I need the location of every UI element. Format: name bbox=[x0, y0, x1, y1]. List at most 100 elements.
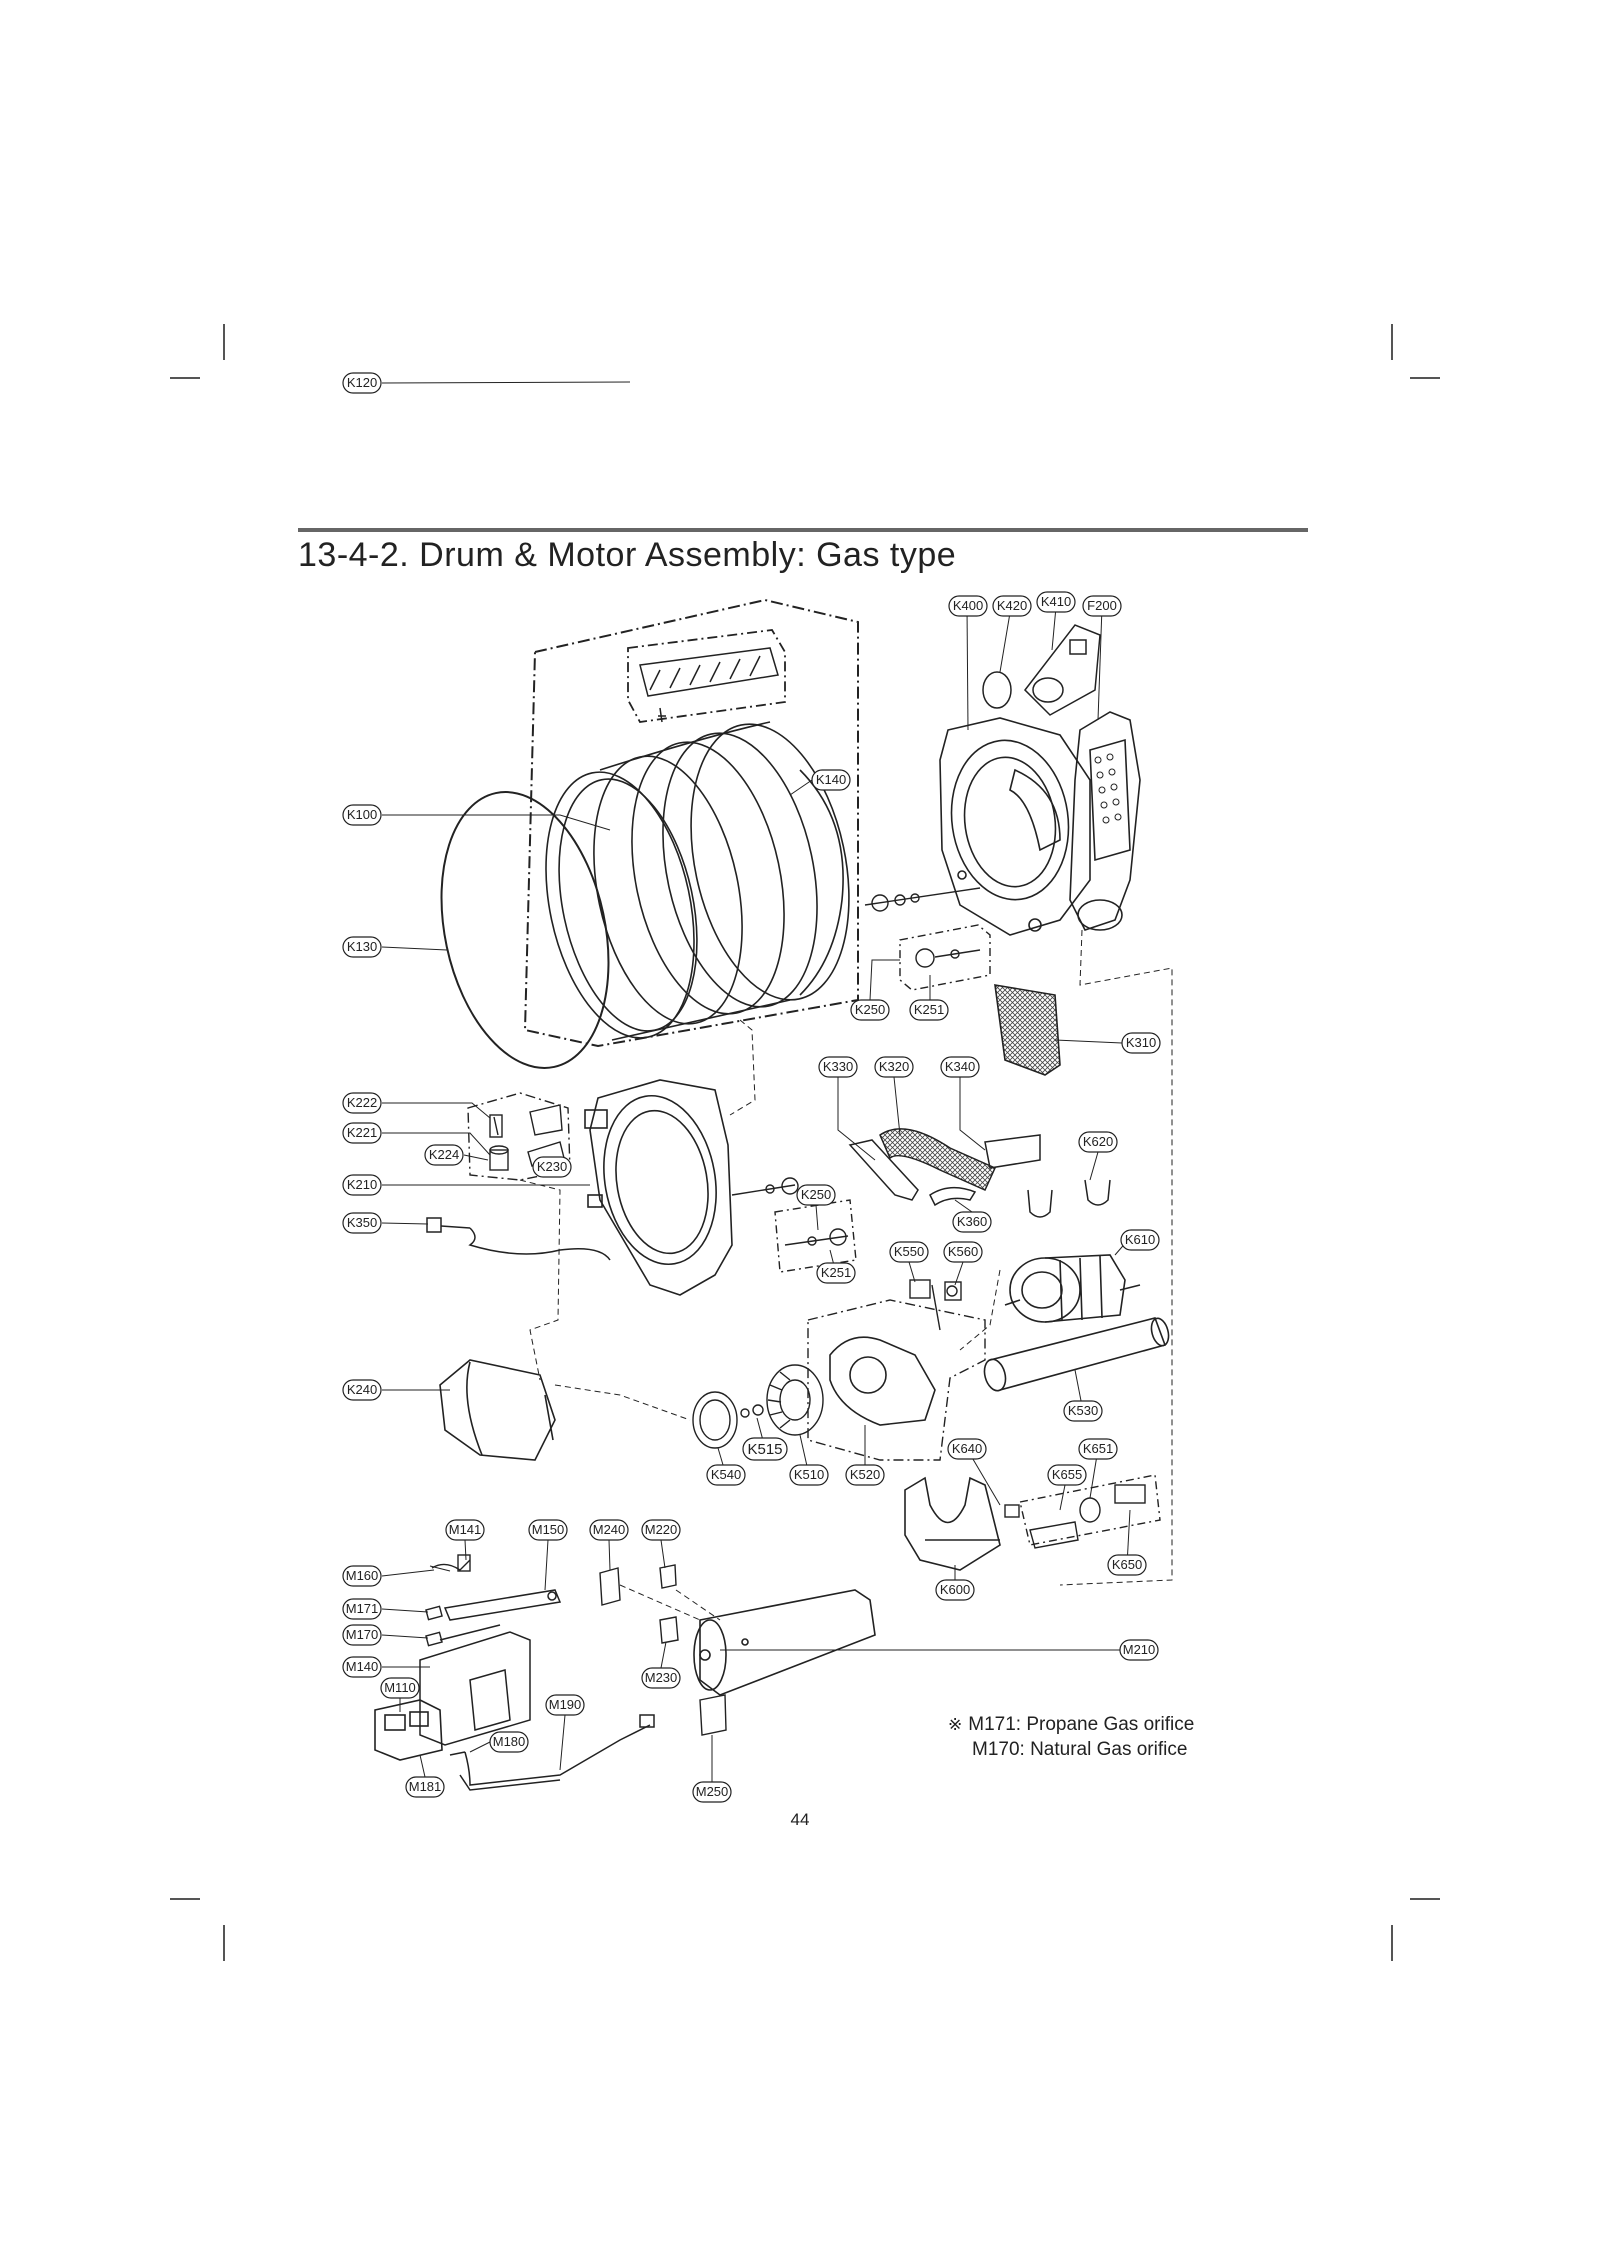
svg-text:M210: M210 bbox=[1123, 1642, 1156, 1657]
rear-roller-axle bbox=[864, 887, 981, 912]
note-line-1: M171: Propane Gas orifice bbox=[968, 1714, 1195, 1735]
svg-text:K250: K250 bbox=[855, 1002, 885, 1017]
crop-mark bbox=[170, 377, 200, 379]
svg-text:K610: K610 bbox=[1125, 1232, 1155, 1247]
svg-text:K420: K420 bbox=[997, 598, 1027, 613]
svg-text:K320: K320 bbox=[879, 1059, 909, 1074]
leader-lines bbox=[381, 381, 1131, 1782]
callout-k224: K224 bbox=[424, 1144, 464, 1166]
svg-text:M160: M160 bbox=[346, 1568, 379, 1583]
callout-m150: M150 bbox=[528, 1519, 568, 1541]
front-roller-axle bbox=[731, 1177, 799, 1196]
svg-text:K251: K251 bbox=[821, 1265, 851, 1280]
callout-k610: K610 bbox=[1120, 1229, 1160, 1251]
crop-mark bbox=[223, 1925, 225, 1961]
title-rule bbox=[298, 528, 1308, 532]
svg-text:F200: F200 bbox=[1087, 598, 1117, 613]
svg-text:M220: M220 bbox=[645, 1522, 678, 1537]
motor-part bbox=[1004, 1254, 1141, 1323]
gas-valve-part bbox=[374, 1699, 443, 1761]
svg-text:K520: K520 bbox=[850, 1467, 880, 1482]
callout-k510: K510 bbox=[789, 1464, 829, 1486]
svg-text:K350: K350 bbox=[347, 1215, 377, 1230]
callout-k140: K140 bbox=[811, 769, 851, 791]
svg-text:K230: K230 bbox=[537, 1159, 567, 1174]
lifter-box-outline bbox=[627, 629, 786, 723]
sensor-bracket-parts bbox=[599, 1564, 727, 1736]
callout-k251-front: K251 bbox=[816, 1262, 856, 1284]
svg-text:K360: K360 bbox=[957, 1214, 987, 1229]
svg-text:K130: K130 bbox=[347, 939, 377, 954]
page-title: 13-4-2. Drum & Motor Assembly: Gas type bbox=[298, 536, 957, 574]
svg-text:K530: K530 bbox=[1068, 1403, 1098, 1418]
orifice-parts bbox=[425, 1605, 443, 1647]
drum-belt bbox=[440, 791, 610, 1069]
guide-line bbox=[519, 1179, 561, 1381]
crop-mark bbox=[223, 324, 225, 360]
harness-part bbox=[426, 1217, 611, 1261]
callout-k350: K350 bbox=[342, 1212, 382, 1234]
rear-bulkhead-part bbox=[939, 717, 1091, 936]
callout-m190: M190 bbox=[545, 1694, 585, 1716]
callout-k560: K560 bbox=[943, 1241, 983, 1263]
callout-k251-rear: K251 bbox=[909, 999, 949, 1021]
svg-text:K650: K650 bbox=[1112, 1557, 1142, 1572]
blower-housing-part bbox=[829, 1336, 936, 1426]
svg-text:K410: K410 bbox=[1041, 594, 1071, 609]
svg-text:K600: K600 bbox=[940, 1582, 970, 1597]
callout-labels: K400 K420 K410 F200 K120 K140 K100 K130 … bbox=[342, 372, 1161, 1803]
callout-m181: M181 bbox=[405, 1776, 445, 1798]
svg-text:K550: K550 bbox=[894, 1244, 924, 1259]
combustion-duct-part bbox=[693, 1589, 876, 1696]
callout-k651: K651 bbox=[1078, 1438, 1118, 1460]
motor-mount-part bbox=[904, 1476, 1001, 1571]
callout-f200: F200 bbox=[1082, 595, 1122, 617]
svg-text:K310: K310 bbox=[1126, 1035, 1156, 1050]
callout-m110: M110 bbox=[380, 1677, 420, 1699]
callout-m140: M140 bbox=[342, 1656, 382, 1678]
callout-k520: K520 bbox=[845, 1464, 885, 1486]
lint-duct-part bbox=[439, 1359, 556, 1461]
svg-text:K224: K224 bbox=[429, 1147, 459, 1162]
exhaust-duct-part bbox=[1069, 711, 1141, 931]
callout-k400: K400 bbox=[948, 595, 988, 617]
svg-text:K140: K140 bbox=[816, 772, 846, 787]
svg-text:K620: K620 bbox=[1083, 1134, 1113, 1149]
blower-wheel-part bbox=[766, 1364, 824, 1436]
svg-text:K100: K100 bbox=[347, 807, 377, 822]
svg-text:K640: K640 bbox=[952, 1441, 982, 1456]
svg-text:M110: M110 bbox=[384, 1680, 416, 1695]
callout-k230: K230 bbox=[532, 1156, 572, 1178]
shaft-tube-part bbox=[983, 1317, 1170, 1392]
callout-k640: K640 bbox=[947, 1438, 987, 1460]
note-line-2: M170: Natural Gas orifice bbox=[972, 1739, 1188, 1760]
callout-k250-front: K250 bbox=[796, 1184, 836, 1206]
blower-washers bbox=[692, 1391, 764, 1449]
note-symbol: ※ bbox=[948, 1715, 963, 1734]
svg-text:M140: M140 bbox=[346, 1659, 379, 1674]
crop-mark bbox=[1391, 324, 1393, 360]
callout-k222: K222 bbox=[342, 1092, 382, 1114]
svg-text:M180: M180 bbox=[493, 1734, 526, 1749]
callout-k210: K210 bbox=[342, 1174, 382, 1196]
svg-text:K251: K251 bbox=[914, 1002, 944, 1017]
callout-m180: M180 bbox=[489, 1731, 529, 1753]
callout-m220: M220 bbox=[641, 1519, 681, 1541]
svg-text:K221: K221 bbox=[347, 1125, 377, 1140]
callout-k340: K340 bbox=[940, 1056, 980, 1078]
callout-k540: K540 bbox=[706, 1464, 746, 1486]
callout-k655: K655 bbox=[1047, 1464, 1087, 1486]
callout-m240: M240 bbox=[589, 1519, 629, 1541]
svg-text:K240: K240 bbox=[347, 1382, 377, 1397]
page-number: 44 bbox=[790, 1810, 810, 1829]
sensor-parts bbox=[1004, 1484, 1146, 1549]
callout-m230: M230 bbox=[641, 1667, 681, 1689]
svg-text:M141: M141 bbox=[449, 1522, 482, 1537]
callout-m250: M250 bbox=[692, 1781, 732, 1803]
clip-ring-part bbox=[982, 671, 1012, 709]
gas-pipe-part bbox=[449, 1714, 655, 1791]
gas-valve-bracket-part bbox=[419, 1624, 531, 1746]
guide-line bbox=[675, 1589, 721, 1621]
svg-text:K400: K400 bbox=[953, 598, 983, 613]
burner-tube-part bbox=[443, 1589, 562, 1621]
